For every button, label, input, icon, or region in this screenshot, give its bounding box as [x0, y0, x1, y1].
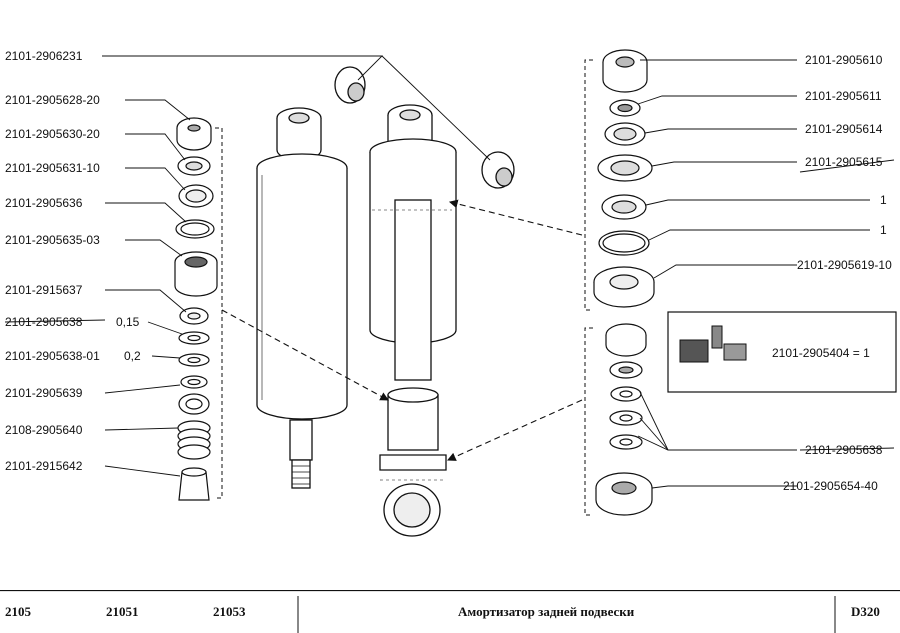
- leader-lines: [102, 55, 870, 489]
- repair-kit-inset: 2101-2905404 = 1: [667, 311, 897, 393]
- label-2101-2905615: 2101-2905615: [805, 155, 883, 169]
- model-2105: 2105: [5, 604, 31, 619]
- shock-absorber-left: [256, 107, 348, 489]
- label-2101-2905631-10: 2101-2905631-10: [5, 161, 100, 175]
- footer-lines: [0, 590, 900, 633]
- label-2101-2905619-10: 2101-2905619-10: [797, 258, 892, 272]
- label-2101-2905635-03: 2101-2905635-03: [5, 233, 100, 247]
- shock-absorber-right: [369, 104, 457, 537]
- left-labels: 2101-2906231 2101-2905628-20 2101-290563…: [5, 49, 141, 473]
- kit-label: 2101-2905404 = 1: [772, 346, 870, 360]
- page-title: Амортизатор задней подвески: [458, 604, 635, 619]
- label-2101-2905614: 2101-2905614: [805, 122, 883, 136]
- strike-marks: [4, 159, 895, 451]
- label-2101-2905628-20: 2101-2905628-20: [5, 93, 100, 107]
- label-2101-2905638: 2101-2905638: [5, 315, 83, 329]
- right-parts-stack: [593, 49, 655, 516]
- label-2101-2905639: 2101-2905639: [5, 386, 83, 400]
- model-21051: 21051: [106, 604, 139, 619]
- label-2101-2905654-40: 2101-2905654-40: [783, 479, 878, 493]
- label-2101-2915642: 2101-2915642: [5, 459, 83, 473]
- label-2101-2905636: 2101-2905636: [5, 196, 83, 210]
- label-2101-2906231: 2101-2906231: [5, 49, 83, 63]
- label-2101-2905611: 2101-2905611: [805, 89, 882, 103]
- assembly-arrows: [221, 199, 583, 461]
- left-parts-stack: [174, 117, 218, 501]
- label-qty-1-b: 1: [880, 223, 887, 237]
- footer-bar: 2105 21051 21053 Амортизатор задней подв…: [0, 590, 900, 633]
- shim-size-b: 0,2: [124, 349, 141, 363]
- label-2101-2905638-01: 2101-2905638-01: [5, 349, 100, 363]
- label-2101-2905638-r: 2101-2905638: [805, 443, 883, 457]
- label-2101-2915637: 2101-2915637: [5, 283, 83, 297]
- group-brackets: [215, 59, 593, 516]
- right-labels: 2101-2905610 2101-2905611 2101-2905614 2…: [783, 53, 892, 493]
- label-2101-2905610: 2101-2905610: [805, 53, 883, 67]
- label-2108-2905640: 2108-2905640: [5, 423, 83, 437]
- label-2101-2905630-20: 2101-2905630-20: [5, 127, 100, 141]
- shim-size-a: 0,15: [116, 315, 140, 329]
- rubber-bushings: [334, 66, 515, 189]
- label-qty-1-a: 1: [880, 193, 887, 207]
- model-21053: 21053: [213, 604, 246, 619]
- page-code: D320: [851, 604, 880, 619]
